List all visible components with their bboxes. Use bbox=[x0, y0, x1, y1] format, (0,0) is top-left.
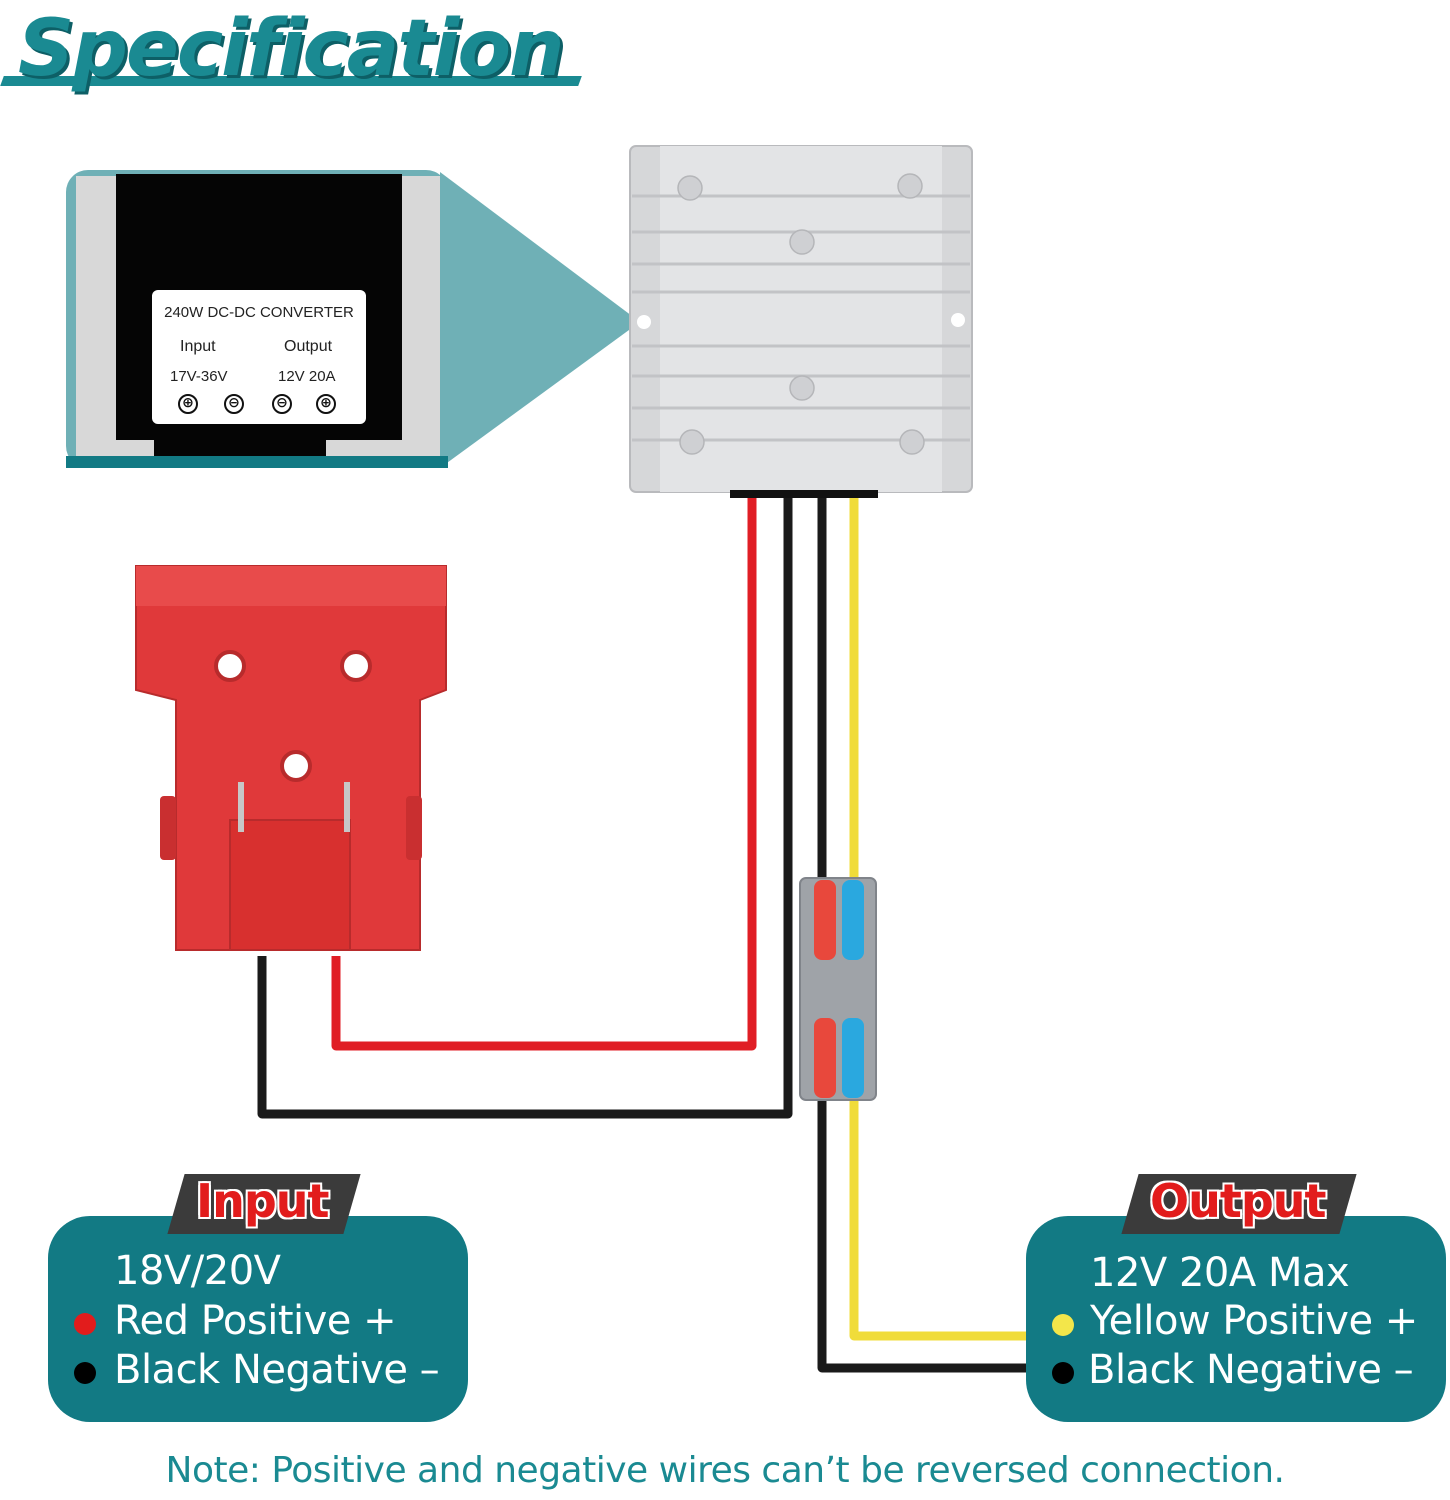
input-voltage: 18V/20V bbox=[114, 1248, 281, 1294]
output-panel bbox=[1026, 1216, 1446, 1422]
converter-label-input: Input bbox=[180, 338, 216, 355]
warning-note: Note: Positive and negative wires can’t … bbox=[165, 1450, 1285, 1491]
callout-pointer bbox=[440, 172, 640, 468]
output-negative: Black Negative – bbox=[1088, 1347, 1414, 1393]
wires bbox=[257, 498, 1030, 1373]
converter-label-title: 240W DC-DC CONVERTER bbox=[164, 304, 354, 321]
lever-blue-bottom bbox=[842, 1018, 864, 1098]
lever-red-bottom bbox=[814, 1018, 836, 1098]
output-black-wire bbox=[817, 498, 1030, 1373]
output-tag: Output bbox=[1150, 1174, 1327, 1228]
input-panel bbox=[48, 1216, 468, 1422]
input-black-wire bbox=[257, 498, 793, 1119]
input-positive: Red Positive + bbox=[114, 1298, 397, 1344]
converter-label-input-voltage: 17V-36V bbox=[170, 368, 228, 385]
input-negative: Black Negative – bbox=[114, 1347, 440, 1393]
lever-red-top bbox=[814, 880, 836, 960]
callout-base bbox=[66, 456, 448, 468]
terminal-plus-icon: ⊕ bbox=[178, 394, 198, 414]
yellow-dot-icon bbox=[1052, 1314, 1074, 1336]
black-dot-icon bbox=[1052, 1362, 1074, 1384]
red-dot-icon bbox=[74, 1313, 96, 1335]
callout-plate-tab bbox=[154, 440, 326, 456]
lever-connector bbox=[799, 877, 877, 1101]
mount-hole-left bbox=[637, 315, 651, 329]
mount-hole-right bbox=[951, 313, 965, 327]
terminal-minus-icon: ⊖ bbox=[272, 394, 292, 414]
battery-adapter bbox=[135, 565, 447, 951]
converter-screws bbox=[677, 173, 925, 455]
input-tag: Input bbox=[196, 1174, 330, 1228]
terminal-minus-icon: ⊖ bbox=[224, 394, 244, 414]
converter-label-output-rating: 12V 20A bbox=[278, 368, 336, 385]
dc-converter bbox=[629, 145, 973, 498]
converter-label-output: Output bbox=[284, 338, 333, 355]
input-red-wire bbox=[331, 498, 757, 1051]
converter-label: 240W DC-DC CONVERTER Input Output 17V-36… bbox=[152, 290, 366, 424]
terminal-plus-icon: ⊕ bbox=[316, 394, 336, 414]
black-dot-icon bbox=[74, 1362, 96, 1384]
output-yellow-wire bbox=[849, 498, 1030, 1341]
output-positive: Yellow Positive + bbox=[1090, 1298, 1418, 1344]
page-title: Specification bbox=[18, 4, 565, 94]
output-rating: 12V 20A Max bbox=[1090, 1250, 1350, 1296]
cable-gland bbox=[730, 490, 878, 498]
lever-blue-top bbox=[842, 880, 864, 960]
